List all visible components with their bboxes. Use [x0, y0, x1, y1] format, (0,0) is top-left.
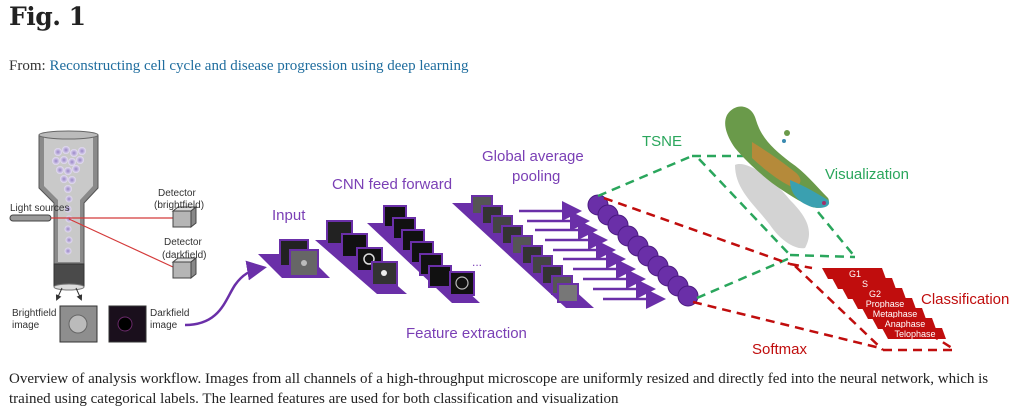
darkfield-image — [108, 305, 147, 343]
gap-layer — [452, 195, 594, 308]
cnn-label: CNN feed forward — [332, 176, 452, 193]
figure-title: Fig. 1 — [9, 2, 86, 31]
tsne-label: TSNE — [642, 133, 682, 150]
brightfield-sublabel: image — [12, 320, 40, 331]
detector-brightfield-sublabel: (brightfield) — [154, 200, 204, 211]
input-label: Input — [272, 207, 306, 224]
class-tag-label: Anaphase — [885, 319, 926, 329]
class-tag — [822, 268, 886, 279]
input-layer — [258, 239, 330, 278]
brightfield-image — [59, 305, 98, 343]
gap-sublabel: pooling — [512, 168, 560, 185]
class-tag — [862, 308, 926, 319]
visualization-label: Visualization — [825, 166, 909, 183]
detector-brightfield-icon — [171, 205, 198, 229]
class-tag-label: Metaphase — [873, 309, 918, 319]
detector-brightfield-label: Detector — [158, 188, 196, 199]
class-tag — [832, 278, 896, 289]
article-link[interactable]: Reconstructing cell cycle and disease pr… — [49, 58, 469, 74]
ellipsis-label: ... — [472, 255, 482, 269]
class-tag-label: S — [862, 279, 868, 289]
tsne-projection — [597, 154, 856, 300]
darkfield-label: Darkfield — [150, 308, 189, 319]
cnn-layer-1 — [315, 220, 407, 294]
figure-caption: Overview of analysis workflow. Images fr… — [9, 371, 989, 407]
softmax-projection — [603, 196, 956, 352]
feature-extraction-label: Feature extraction — [406, 325, 527, 342]
class-tag — [882, 328, 946, 339]
brightfield-label: Brightfield — [12, 308, 56, 319]
gap-label: Global average — [482, 148, 584, 165]
class-tag — [852, 298, 916, 309]
from-prefix: From: — [9, 58, 46, 74]
classification-label: Classification — [921, 291, 1009, 308]
pooling-arrows — [519, 201, 666, 309]
from-line: From: Reconstructing cell cycle and dise… — [9, 58, 468, 75]
class-tag-label: G2 — [869, 289, 881, 299]
detector-darkfield-sublabel: (darkfield) — [162, 250, 206, 261]
cnn-layer-2 — [367, 205, 480, 303]
feature-nodes — [587, 194, 699, 307]
darkfield-sublabel: image — [150, 320, 178, 331]
tsne-scatter-plot — [725, 106, 830, 249]
input-arrow — [184, 260, 267, 327]
light-sources-label: Light sources — [10, 203, 69, 214]
detector-darkfield-icon — [171, 256, 198, 280]
light-source-icon — [9, 214, 52, 222]
class-tag — [842, 288, 906, 299]
cells — [52, 146, 86, 255]
class-tag-label: G1 — [849, 269, 861, 279]
detector-darkfield-label: Detector — [164, 237, 202, 248]
class-tag-label: Prophase — [866, 299, 905, 309]
class-tag — [872, 318, 936, 329]
scatter-beam — [68, 218, 174, 268]
class-tag-label: Telophase — [894, 329, 935, 339]
softmax-label: Softmax — [752, 341, 808, 358]
flow-cell-tube — [38, 130, 99, 301]
